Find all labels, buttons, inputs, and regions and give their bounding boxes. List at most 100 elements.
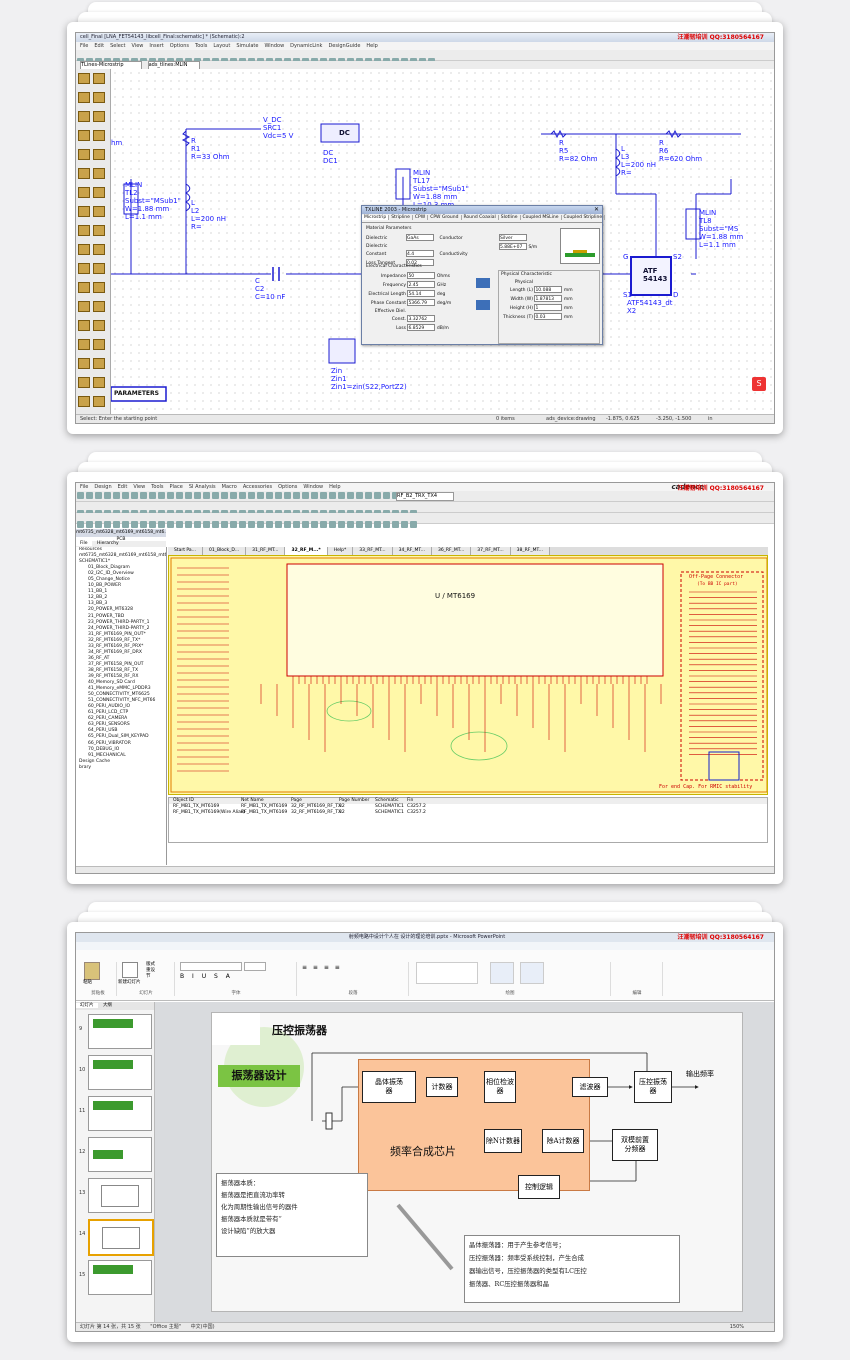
font-size-select[interactable] bbox=[244, 962, 266, 971]
palette-component-icon[interactable] bbox=[93, 92, 105, 103]
toolbar-tool-icon[interactable] bbox=[149, 521, 156, 528]
layout-button[interactable]: 版式 bbox=[146, 962, 155, 967]
width-unit[interactable]: mm bbox=[563, 297, 573, 302]
palette-component-icon[interactable] bbox=[93, 358, 105, 369]
txline-tab[interactable]: CPW Ground bbox=[428, 215, 462, 220]
palette-component-icon[interactable] bbox=[93, 130, 105, 141]
toolbar-tool-icon[interactable] bbox=[185, 492, 192, 499]
toolbar-tool-icon[interactable] bbox=[86, 521, 93, 528]
menu-dynamiclink[interactable]: DynamicLink bbox=[290, 43, 323, 49]
toolbar-tool-icon[interactable] bbox=[230, 492, 237, 499]
phase-const-field[interactable]: 5366.79 bbox=[407, 299, 436, 306]
tree-item[interactable]: 62_PERI_CAMERA bbox=[88, 716, 128, 722]
slide-thumbnail[interactable] bbox=[88, 1137, 152, 1172]
elec-length-field[interactable]: 54.14 bbox=[407, 290, 436, 297]
menu-designguide[interactable]: DesignGuide bbox=[328, 43, 361, 49]
parameters-box[interactable] bbox=[111, 386, 167, 402]
palette-component-icon[interactable] bbox=[78, 92, 90, 103]
synthesize-left-button[interactable] bbox=[476, 278, 490, 288]
menu-place[interactable]: Place bbox=[169, 484, 183, 490]
menu-window[interactable]: Window bbox=[264, 43, 285, 49]
tree-item[interactable]: 21_POWER_TBD bbox=[88, 613, 125, 619]
thickness-field[interactable]: 0.03 bbox=[534, 313, 563, 320]
tab-hierarchy[interactable]: Hierarchy bbox=[96, 541, 119, 546]
toolbar-tool-icon[interactable] bbox=[176, 492, 183, 499]
toolbar-tool-icon[interactable] bbox=[86, 492, 93, 499]
tree-item[interactable]: 50_CONNECTIVITY_MT6625 bbox=[88, 692, 150, 698]
palette-component-icon[interactable] bbox=[93, 73, 105, 84]
toolbar-tool-icon[interactable] bbox=[113, 521, 120, 528]
current-slide[interactable]: 压控振荡器 振荡器设计 频率合成芯片 晶体振荡 器 计数器 相位检波 器 滤波器… bbox=[211, 1012, 743, 1312]
quick-styles-button[interactable] bbox=[520, 962, 544, 984]
page-tab[interactable]: 32_RF_M...* bbox=[285, 547, 328, 555]
toolbar-tool-icon[interactable] bbox=[185, 521, 192, 528]
palette-component-icon[interactable] bbox=[93, 282, 105, 293]
tree-item[interactable]: 34_RF_MT6169_RF_DRX bbox=[88, 649, 142, 655]
page-tab[interactable]: 37_RF_MT... bbox=[471, 547, 511, 555]
tree-item[interactable]: 37_RF_MT6158_PIN_OUT bbox=[88, 661, 144, 667]
palette-component-icon[interactable] bbox=[93, 168, 105, 179]
height-unit[interactable]: mm bbox=[563, 306, 573, 311]
menu-macro[interactable]: Macro bbox=[221, 484, 237, 490]
palette-component-icon[interactable] bbox=[93, 396, 105, 407]
analyze-right-button[interactable] bbox=[476, 300, 490, 310]
toolbar-tool-icon[interactable] bbox=[329, 521, 336, 528]
paste-label[interactable]: 粘贴 bbox=[83, 980, 92, 985]
txline-tab[interactable]: Microstrip bbox=[362, 215, 390, 220]
toolbar-tool-icon[interactable] bbox=[365, 492, 372, 499]
font-name-select[interactable] bbox=[180, 962, 242, 971]
toolbar-tool-icon[interactable] bbox=[266, 492, 273, 499]
menu-insert[interactable]: Insert bbox=[149, 43, 164, 49]
toolbar-tool-icon[interactable] bbox=[167, 492, 174, 499]
toolbar-tool-icon[interactable] bbox=[356, 521, 363, 528]
tree-item[interactable]: 38_RF_MT6158_RF_TX bbox=[88, 667, 139, 673]
toolbar-tool-icon[interactable] bbox=[410, 521, 417, 528]
tree-item[interactable]: 33_RF_MT6169_RF_PRX* bbox=[88, 643, 144, 649]
toolbar-tool-icon[interactable] bbox=[77, 492, 84, 499]
menu-si-analysis[interactable]: SI Analysis bbox=[188, 484, 216, 490]
close-icon[interactable]: ✕ bbox=[593, 206, 599, 213]
palette-component-icon[interactable] bbox=[78, 358, 90, 369]
menu-help[interactable]: Help bbox=[329, 484, 341, 490]
menu-window[interactable]: Window bbox=[303, 484, 324, 490]
toolbar-tool-icon[interactable] bbox=[392, 521, 399, 528]
toolbar-tool-icon[interactable] bbox=[212, 492, 219, 499]
dk-field[interactable]: 4.4 bbox=[406, 250, 434, 257]
thickness-unit[interactable]: mm bbox=[563, 315, 573, 320]
palette-component-icon[interactable] bbox=[78, 187, 90, 198]
toolbar-tool-icon[interactable] bbox=[383, 492, 390, 499]
tree-item[interactable]: 13_BB_3 bbox=[88, 601, 108, 607]
toolbar-tool-icon[interactable] bbox=[401, 521, 408, 528]
palette-component-icon[interactable] bbox=[93, 301, 105, 312]
mt6169-chip-body[interactable] bbox=[286, 563, 664, 677]
toolbar-tool-icon[interactable] bbox=[158, 492, 165, 499]
zoom-level[interactable]: 150% bbox=[729, 1324, 744, 1330]
toolbar-tool-icon[interactable] bbox=[302, 492, 309, 499]
phase-const-unit[interactable]: deg/m bbox=[436, 301, 452, 306]
palette-component-icon[interactable] bbox=[93, 149, 105, 160]
palette-component-icon[interactable] bbox=[93, 111, 105, 122]
toolbar-tool-icon[interactable] bbox=[95, 492, 102, 499]
tab-file[interactable]: File bbox=[76, 541, 92, 546]
page-tab[interactable]: Help* bbox=[327, 547, 354, 555]
palette-component-icon[interactable] bbox=[78, 263, 90, 274]
slide-thumbnail[interactable] bbox=[88, 1219, 154, 1256]
font-style-buttons[interactable]: B I U S A bbox=[180, 973, 233, 980]
tree-item[interactable]: 40_Memory_SD Card bbox=[88, 680, 135, 686]
toolbar-tool-icon[interactable] bbox=[131, 492, 138, 499]
toolbar-tool-icon[interactable] bbox=[158, 521, 165, 528]
toolbar-tool-icon[interactable] bbox=[275, 492, 282, 499]
palette-component-icon[interactable] bbox=[78, 206, 90, 217]
toolbar-tool-icon[interactable] bbox=[221, 521, 228, 528]
conductor-select[interactable]: Silver bbox=[499, 234, 527, 241]
elec-length-unit[interactable]: deg bbox=[436, 292, 446, 297]
slide-thumbnail[interactable] bbox=[88, 1260, 152, 1295]
menu-view[interactable]: View bbox=[131, 43, 144, 49]
toolbar-tool-icon[interactable] bbox=[131, 521, 138, 528]
tree-item[interactable]: 12_BB_2 bbox=[88, 595, 108, 601]
menu-file[interactable]: File bbox=[80, 484, 89, 490]
palette-component-icon[interactable] bbox=[78, 111, 90, 122]
toolbar-tool-icon[interactable] bbox=[212, 521, 219, 528]
frequency-field[interactable]: 2.45 bbox=[407, 281, 436, 288]
toolbar-tool-icon[interactable] bbox=[113, 492, 120, 499]
